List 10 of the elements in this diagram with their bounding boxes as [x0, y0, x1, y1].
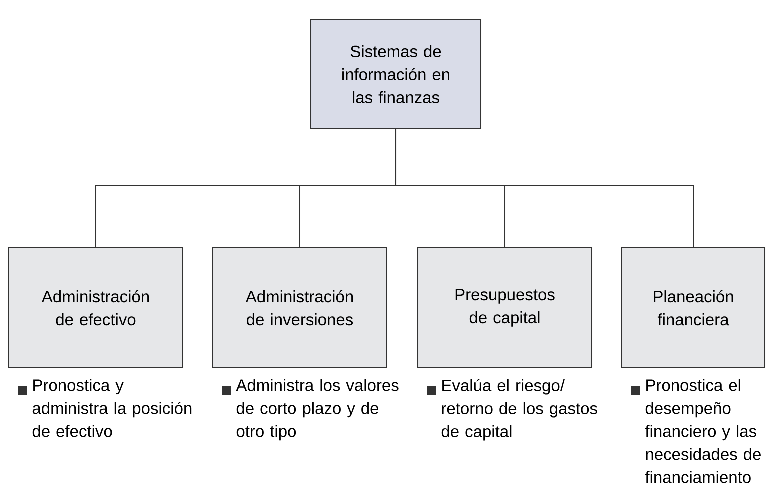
root-box: Sistemas de información en las finanzas	[310, 20, 482, 130]
description-text: Pronostica y administra la posición de efectivo	[32, 379, 192, 438]
category-box: Administración de efectivo	[8, 248, 184, 368]
description-text: Evalúa el riesgo/ retorno de los gastos de capital	[442, 379, 598, 441]
description-text: Pronostica el desempeño financiero y las necesidades de financiamiento	[645, 379, 761, 484]
connector-line	[396, 129, 694, 248]
category-box: Presupuestos de capital	[418, 248, 592, 368]
category-box: Planeación financiera	[622, 248, 766, 368]
category-box: Administración de inversiones	[212, 248, 388, 368]
description-text: Administra los valores de corto plazo y de otro tipo	[236, 379, 399, 441]
